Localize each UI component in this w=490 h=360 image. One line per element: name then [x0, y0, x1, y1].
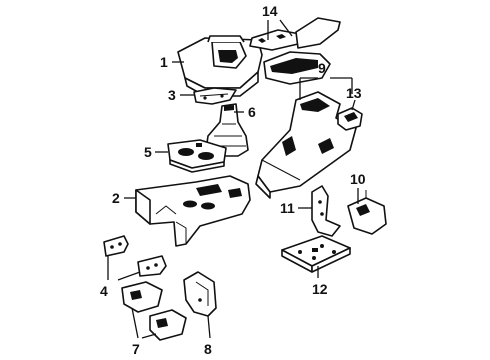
callout-8: 8 [204, 341, 212, 357]
leader-13 [351, 99, 356, 111]
callout-7: 7 [132, 341, 140, 357]
callout-1: 1 [160, 54, 168, 70]
callout-5: 5 [144, 144, 152, 160]
callout-10: 10 [350, 171, 366, 187]
part-12-floor-plate [281, 235, 351, 273]
part-4-brackets [103, 235, 167, 277]
part-9-console-body [255, 91, 357, 199]
callout-11: 11 [280, 200, 295, 216]
part-3-bracket [193, 87, 237, 105]
part-2-console-base [135, 175, 251, 247]
leader-14b [279, 19, 293, 37]
part-5-cupholder-tray [167, 139, 227, 173]
leader-7a [131, 307, 139, 339]
callout-12: 12 [312, 281, 328, 297]
callout-13: 13 [346, 85, 362, 101]
callout-2: 2 [112, 190, 120, 206]
leader-8 [207, 315, 211, 339]
callout-3: 3 [168, 87, 176, 103]
callout-6: 6 [248, 104, 256, 120]
part-13-plug [337, 107, 363, 131]
leader-7b [141, 333, 157, 339]
part-7-mounting-brackets [121, 281, 187, 341]
callout-14: 14 [262, 3, 278, 19]
part-10-clip [347, 190, 387, 235]
part-1-console-top-cover [177, 35, 263, 97]
callout-9: 9 [318, 60, 326, 76]
part-8-support-bracket [183, 271, 217, 317]
callout-4: 4 [100, 283, 108, 299]
part-14-armrest-assembly [249, 17, 341, 85]
part-11-bracket [311, 185, 341, 237]
leader-4b [117, 271, 141, 281]
